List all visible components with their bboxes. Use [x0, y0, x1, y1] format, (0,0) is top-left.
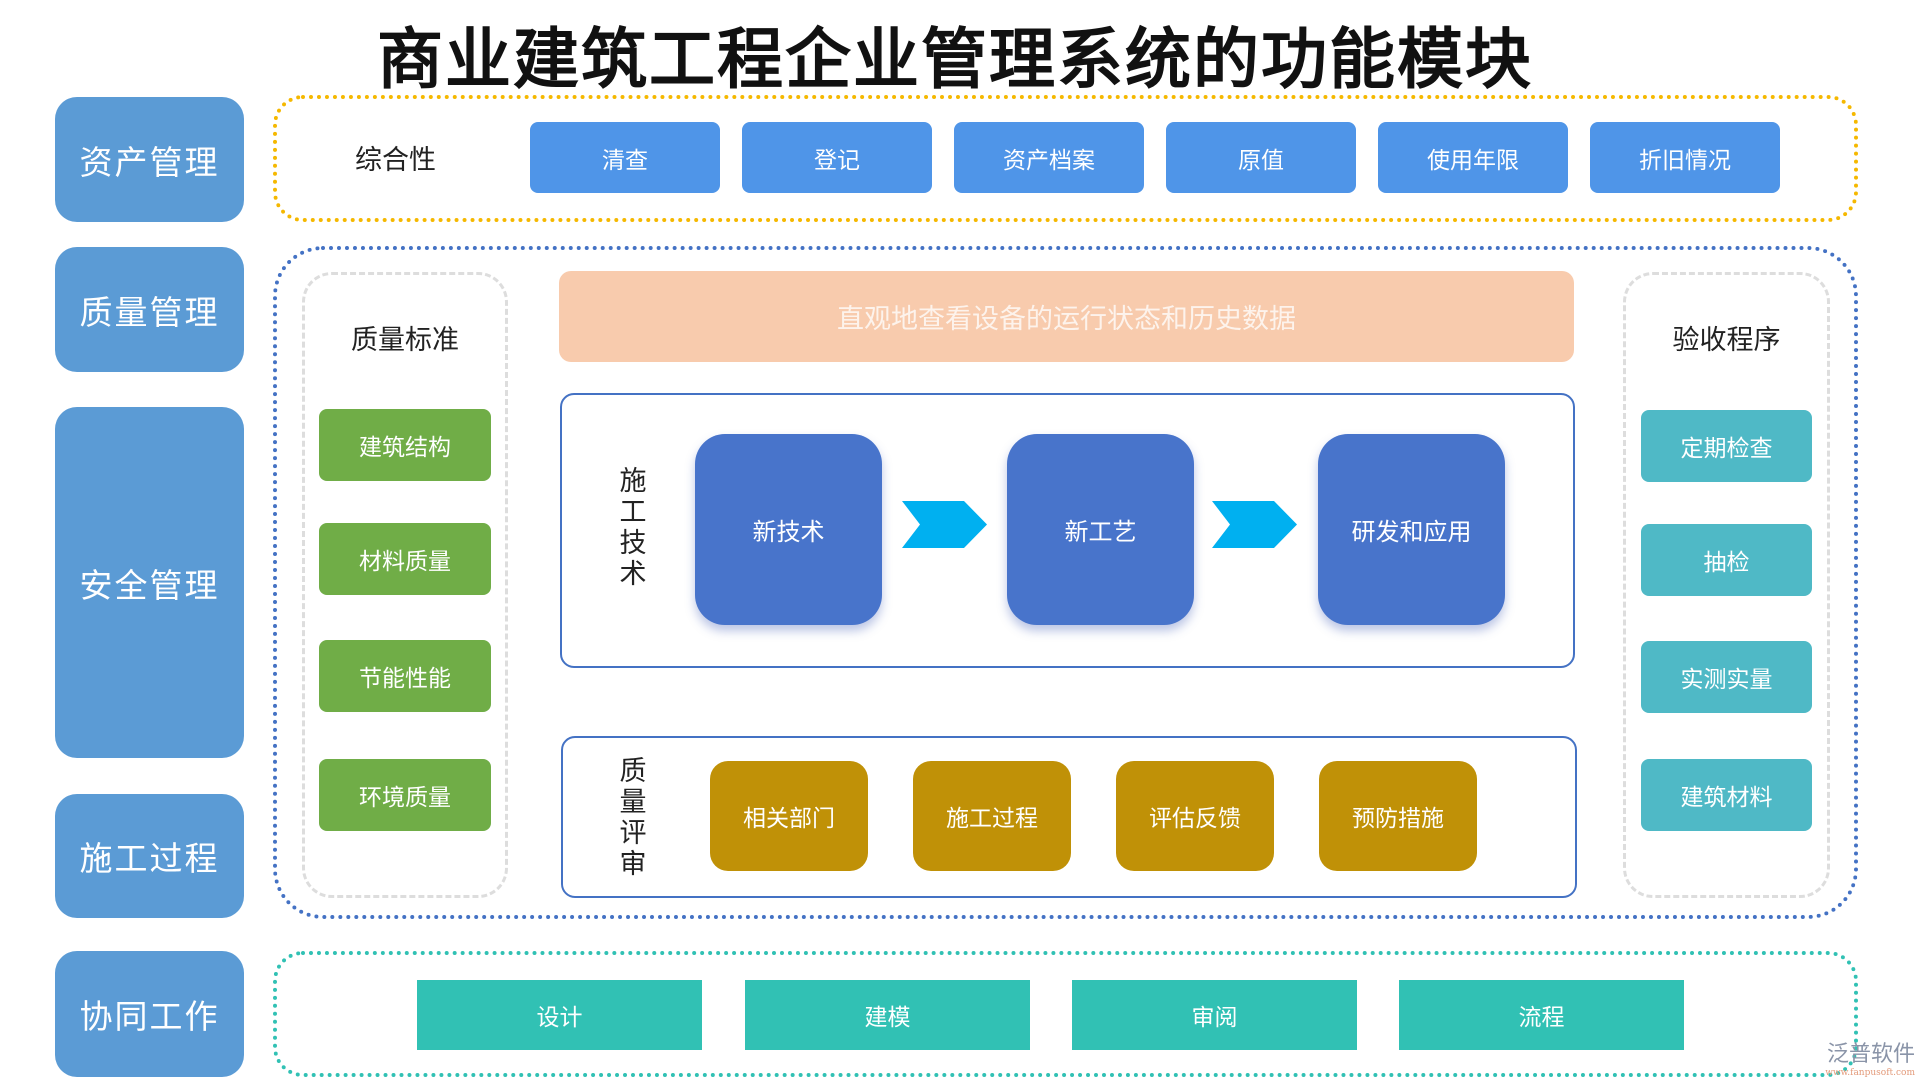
quality-standard-item[interactable]: 建筑结构	[319, 409, 491, 481]
tech-item[interactable]: 新工艺	[1007, 434, 1194, 625]
acceptance-title: 验收程序	[1672, 325, 1781, 356]
acceptance-item[interactable]: 抽检	[1641, 524, 1812, 596]
review-box	[561, 736, 1577, 898]
asset-item[interactable]: 使用年限	[1378, 122, 1568, 193]
acceptance-panel	[1623, 272, 1830, 898]
page-title: 商业建筑工程企业管理系统的功能模块	[377, 20, 1533, 98]
collab-item[interactable]: 审阅	[1072, 980, 1357, 1050]
asset-item[interactable]: 原值	[1166, 122, 1356, 193]
asset-item[interactable]: 登记	[742, 122, 932, 193]
quality-standard-title: 质量标准	[351, 325, 459, 356]
sidebar-quality[interactable]: 质量管理	[55, 247, 244, 372]
tech-box	[560, 393, 1575, 668]
acceptance-item[interactable]: 建筑材料	[1641, 759, 1812, 831]
quality-safety-frame	[273, 246, 1858, 919]
collab-item[interactable]: 流程	[1399, 980, 1684, 1050]
quality-standard-panel	[302, 272, 508, 898]
arrow-right-icon	[902, 501, 987, 548]
review-item[interactable]: 施工过程	[913, 761, 1071, 871]
collab-frame	[273, 951, 1858, 1077]
sidebar-construction[interactable]: 施工过程	[55, 794, 244, 918]
acceptance-item[interactable]: 定期检查	[1641, 410, 1812, 482]
review-item[interactable]: 评估反馈	[1116, 761, 1274, 871]
asset-item[interactable]: 资产档案	[954, 122, 1144, 193]
review-item[interactable]: 预防措施	[1319, 761, 1477, 871]
arrow-right-icon	[1212, 501, 1297, 548]
acceptance-item[interactable]: 实测实量	[1641, 641, 1812, 713]
sidebar-safety[interactable]: 安全管理	[55, 407, 244, 758]
sidebar-asset[interactable]: 资产管理	[55, 97, 244, 222]
review-item[interactable]: 相关部门	[710, 761, 868, 871]
asset-label: 综合性	[355, 145, 436, 176]
asset-item[interactable]: 折旧情况	[1590, 122, 1780, 193]
quality-standard-item[interactable]: 环境质量	[319, 759, 491, 831]
info-banner: 直观地查看设备的运行状态和历史数据	[559, 271, 1574, 362]
asset-item[interactable]: 清查	[530, 122, 720, 193]
collab-item[interactable]: 建模	[745, 980, 1030, 1050]
review-label: 质量评审	[619, 756, 647, 880]
tech-item[interactable]: 研发和应用	[1318, 434, 1505, 625]
collab-item[interactable]: 设计	[417, 980, 702, 1050]
sidebar-collab[interactable]: 协同工作	[55, 951, 244, 1077]
watermark-logo: 泛普软件 www.fanpusoft.com	[1825, 1042, 1915, 1078]
tech-label: 施工技术	[619, 466, 647, 590]
tech-item[interactable]: 新技术	[695, 434, 882, 625]
quality-standard-item[interactable]: 节能性能	[319, 640, 491, 712]
asset-frame	[273, 95, 1858, 222]
quality-standard-item[interactable]: 材料质量	[319, 523, 491, 595]
